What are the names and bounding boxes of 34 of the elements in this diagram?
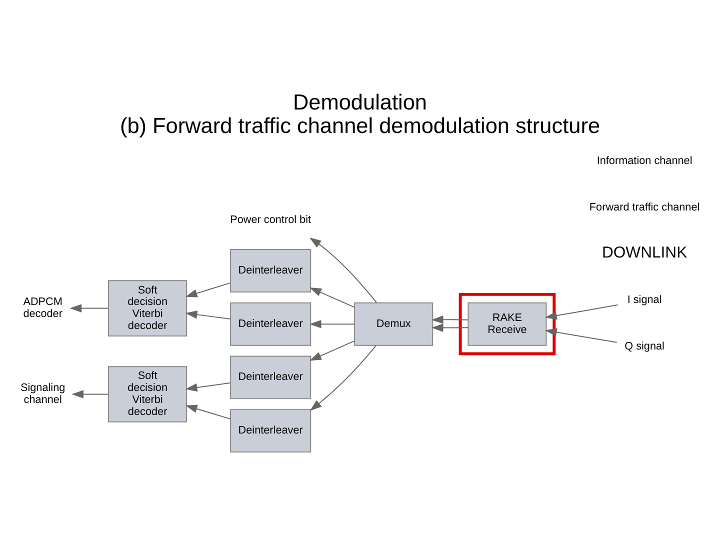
node-text: ADPCM decoder [23, 296, 62, 320]
label: Forward traffic channel [589, 201, 700, 214]
arrow [310, 340, 355, 361]
node-box: Demux [354, 302, 434, 346]
arrow [70, 304, 109, 312]
node-text: Power control bit [230, 214, 312, 226]
cluster [458, 292, 556, 356]
label: Information channel [596, 154, 692, 167]
node-box: RAKE Receive [468, 302, 547, 346]
arrow [431, 324, 469, 332]
node-box: Soft decision Viterbi decoder [108, 280, 188, 336]
arrow [185, 382, 231, 392]
label: DOWNLINK [602, 244, 688, 262]
node-text: Signaling channel [20, 382, 66, 406]
node-text: Q signal [624, 340, 664, 353]
arrow [310, 345, 377, 411]
arrow [431, 316, 469, 324]
node-box: Deinterleaver [230, 356, 312, 400]
arrow [185, 310, 231, 320]
arrow [309, 238, 378, 304]
arrow [185, 404, 231, 420]
node-text: I signal [627, 294, 662, 306]
node-box: Deinterleaver [230, 249, 312, 292]
arrow [72, 390, 109, 398]
arrow [544, 328, 618, 343]
caption: (b) Forward traffic channel demodulation structure [120, 113, 600, 138]
arrow [544, 304, 618, 320]
arrow [310, 287, 355, 308]
node-box: Soft decision Viterbi decoder [108, 366, 188, 422]
node-box: Deinterleaver [230, 302, 312, 346]
node-box: Deinterleaver [230, 409, 312, 453]
arrow [309, 320, 355, 328]
diagram-title: Demodulation [292, 89, 428, 114]
arrow [185, 282, 231, 298]
